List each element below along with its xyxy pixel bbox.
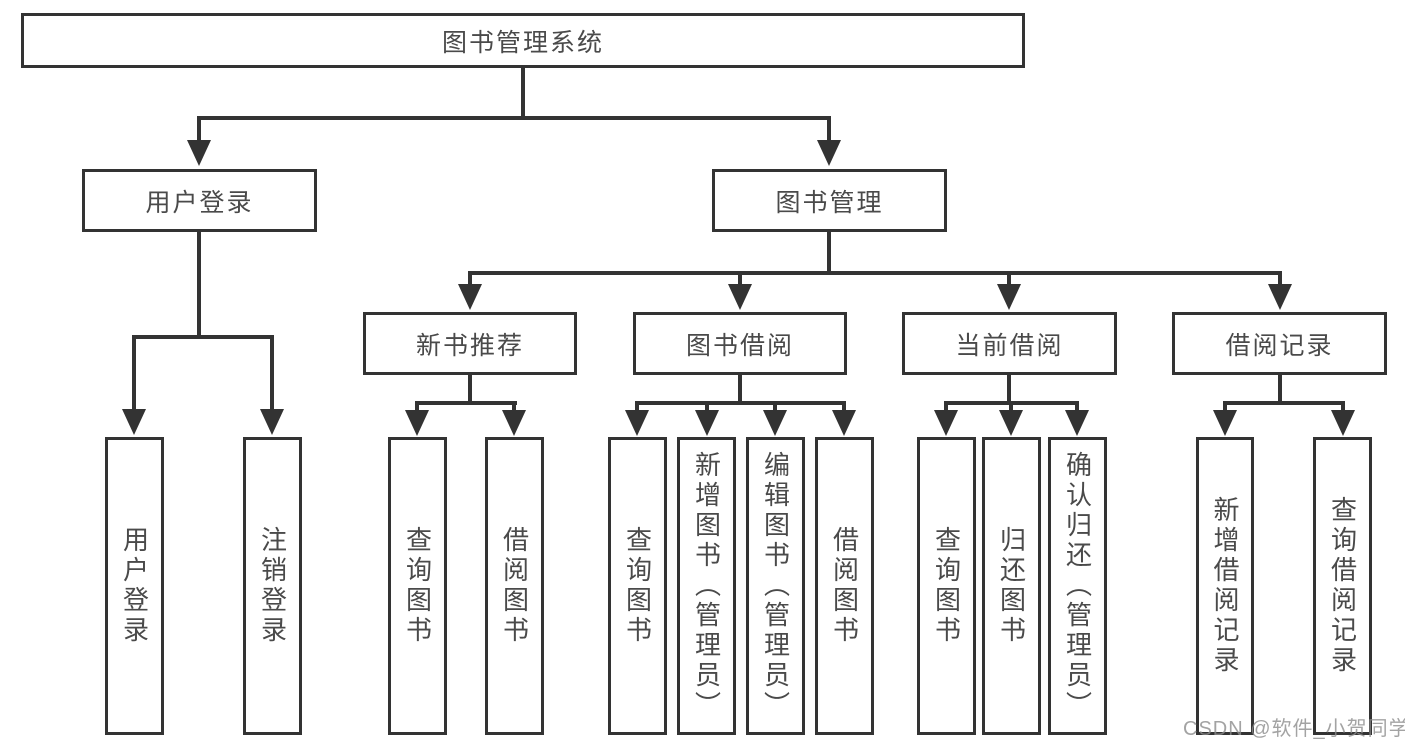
leaf-label: 编辑图书（管理员） — [760, 451, 791, 721]
node-label: 当前借阅 — [955, 331, 1064, 360]
leaf-confirm-return-admin: 确认归还（管理员） — [1048, 437, 1107, 735]
node-root-library-system: 图书管理系统 — [21, 13, 1025, 68]
leaf-label: 查询图书 — [931, 526, 962, 646]
leaf-user-login: 用户登录 — [105, 437, 164, 735]
leaf-label: 查询图书 — [622, 526, 653, 646]
leaf-query-borrow-record: 查询借阅记录 — [1313, 437, 1372, 735]
node-label: 借阅记录 — [1225, 331, 1334, 360]
leaf-label: 新增借阅记录 — [1210, 496, 1240, 676]
leaf-label: 查询图书 — [402, 526, 433, 646]
node-borrow-records: 借阅记录 — [1172, 312, 1387, 375]
node-book-borrow: 图书借阅 — [633, 312, 847, 375]
leaf-add-books-admin: 新增图书（管理员） — [677, 437, 736, 735]
leaf-edit-books-admin: 编辑图书（管理员） — [746, 437, 805, 735]
node-user-login: 用户登录 — [82, 169, 317, 232]
leaf-label: 借阅图书 — [829, 526, 860, 646]
leaf-query-books-current: 查询图书 — [917, 437, 976, 735]
leaf-label: 借阅图书 — [499, 526, 530, 646]
leaf-borrow-books-recommend: 借阅图书 — [485, 437, 544, 735]
leaf-label: 查询借阅记录 — [1327, 496, 1358, 676]
leaf-return-books: 归还图书 — [982, 437, 1041, 735]
leaf-query-books-borrow: 查询图书 — [608, 437, 667, 735]
leaf-label: 用户登录 — [119, 526, 150, 646]
node-label: 新书推荐 — [415, 331, 524, 360]
leaf-label: 归还图书 — [996, 526, 1027, 646]
node-label: 图书管理 — [775, 188, 884, 217]
leaf-add-borrow-record: 新增借阅记录 — [1196, 437, 1254, 735]
node-current-borrow: 当前借阅 — [902, 312, 1117, 375]
leaf-query-books-recommend: 查询图书 — [388, 437, 447, 735]
node-label: 用户登录 — [145, 188, 254, 217]
leaf-borrow-books-borrow: 借阅图书 — [815, 437, 874, 735]
leaf-logout-login: 注销登录 — [243, 437, 302, 735]
csdn-watermark: CSDN @软件_小贺同学 — [1183, 718, 1405, 740]
leaf-label: 注销登录 — [257, 526, 288, 646]
node-label: 图书借阅 — [685, 331, 794, 360]
leaf-label: 确认归还（管理员） — [1062, 451, 1093, 721]
leaf-label: 新增图书（管理员） — [691, 451, 722, 721]
node-label: 图书管理系统 — [441, 28, 604, 57]
node-new-book-recommend: 新书推荐 — [363, 312, 577, 375]
node-book-management: 图书管理 — [712, 169, 947, 232]
